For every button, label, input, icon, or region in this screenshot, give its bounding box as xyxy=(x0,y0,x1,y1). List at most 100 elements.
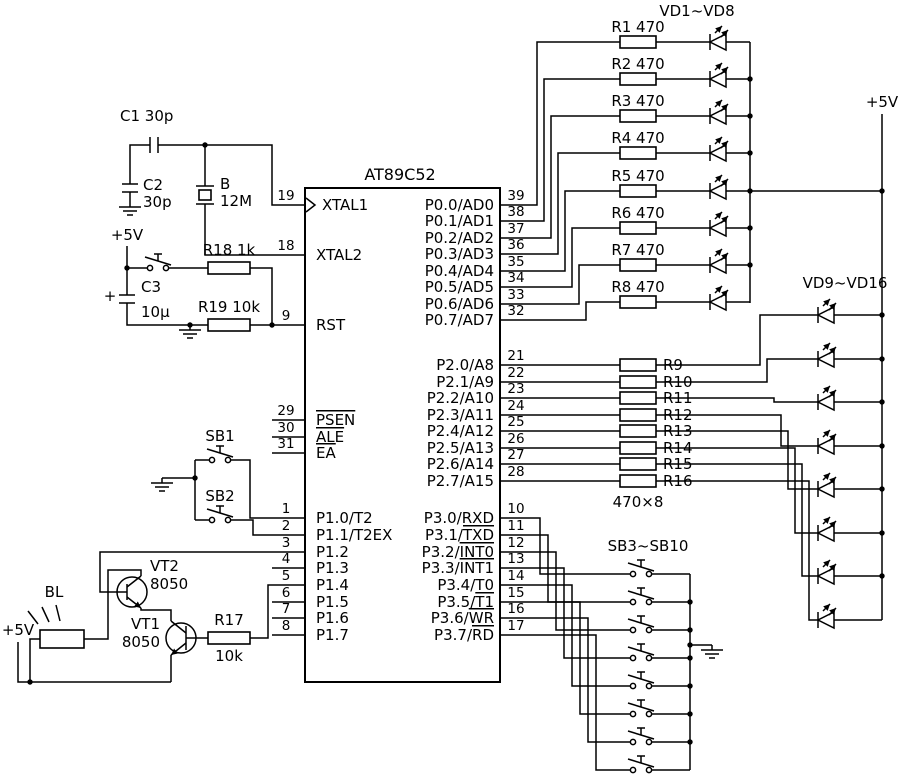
pin-number: 11 xyxy=(507,518,524,534)
pin-name: P0.2/AD2 xyxy=(425,229,494,247)
pin-number: 37 xyxy=(507,221,524,237)
ic-body: AT89C52 xyxy=(304,165,501,683)
ic-right-pin-labels: 39 38 37 36 35 34 33 32 21 22 23 24 25 2… xyxy=(422,188,525,644)
pin-number: 16 xyxy=(507,601,524,617)
part-label-c1: C1 30p xyxy=(120,107,173,125)
pin-name: P1.1/T2EX xyxy=(316,526,392,544)
transistor-vt2 xyxy=(116,576,148,608)
pin-name: P2.0/A8 xyxy=(436,356,494,374)
led-bank-vd9-vd16: VD9~VD16 xyxy=(803,274,887,628)
pin-number: 5 xyxy=(282,568,291,584)
part-value-crystal: 12M xyxy=(220,192,252,210)
part-value-c2: 30p xyxy=(143,193,172,211)
resistor-label: R3 470 xyxy=(611,92,664,110)
resistor-network-right: R9 R10 R11 R12 R13 R14 R15 R16 470×8 xyxy=(500,314,818,621)
buzzer-symbol xyxy=(39,629,85,649)
power-rail-right: +5V xyxy=(750,93,899,620)
pin-name: P2.2/A10 xyxy=(427,389,494,407)
pin-number: 31 xyxy=(277,436,294,452)
part-value-c3: 10μ xyxy=(141,303,170,321)
part-label-vt2: VT2 xyxy=(150,557,179,575)
led-bank-vd1-vd8: VD1~VD8 R1 470 R2 470 R3 470 R4 470 R5 4… xyxy=(611,2,753,310)
wire-group-p0-bus xyxy=(500,41,620,321)
ic-title: AT89C52 xyxy=(364,165,435,184)
resistor-pack-value: 470×8 xyxy=(613,493,664,511)
power-label: +5V xyxy=(2,621,35,639)
pin-name: P2.7/A15 xyxy=(427,472,494,490)
clock-input-icon xyxy=(305,197,317,213)
pin-name: P2.6/A14 xyxy=(427,455,494,473)
ic-left-pin-wires xyxy=(272,419,305,636)
pin-name: P1.3 xyxy=(316,559,349,577)
pin-number: 7 xyxy=(282,601,291,617)
pin-number: 25 xyxy=(507,414,524,430)
pin-name: P0.0/AD0 xyxy=(425,196,494,214)
pin-name: P3.5/T1 xyxy=(437,593,494,611)
pin-number: 39 xyxy=(507,188,524,204)
resistor-label: R5 470 xyxy=(611,167,664,185)
part-value-r17: 10k xyxy=(215,647,243,665)
pin-number: 32 xyxy=(507,303,524,319)
reset-circuit: +5V C3 + 10μ R18 1k R19 10k xyxy=(104,226,305,339)
pin-number: 12 xyxy=(507,535,524,551)
resistor-label: R2 470 xyxy=(611,55,664,73)
pin-name: P2.1/A9 xyxy=(436,373,494,391)
part-label-c3: C3 xyxy=(141,278,161,296)
pin-number: 30 xyxy=(277,420,294,436)
pin-number: 24 xyxy=(507,398,524,414)
pin-name: P3.4/T0 xyxy=(437,576,494,594)
resistor-label: R1 470 xyxy=(611,18,664,36)
pin-name: P0.6/AD6 xyxy=(425,295,494,313)
part-label-r19: R19 10k xyxy=(198,298,260,316)
pin-number: 33 xyxy=(507,287,524,303)
pin-number: 4 xyxy=(282,551,291,567)
part-value-vt1: 8050 xyxy=(122,633,160,651)
pin-number: 2 xyxy=(282,518,291,534)
switch-label-sb2: SB2 xyxy=(205,487,234,505)
ic-left-pin-labels: 19 18 9 29 30 31 1 2 3 4 5 6 7 8 XTAL1 X… xyxy=(277,188,392,644)
pin-number: 3 xyxy=(282,535,291,551)
pin-number: 19 xyxy=(277,188,294,204)
pin-name: ALE xyxy=(316,428,344,446)
pin-number: 28 xyxy=(507,464,524,480)
pin-number: 14 xyxy=(507,568,524,584)
pin-number: 17 xyxy=(507,618,524,634)
transistor-vt1 xyxy=(165,622,197,654)
pin-name: P3.6/WR xyxy=(431,609,494,627)
pin-name: XTAL2 xyxy=(316,246,362,264)
switch-group-label: SB3~SB10 xyxy=(608,537,689,555)
pin-name: P3.3/INT1 xyxy=(422,559,494,577)
crystal-symbol xyxy=(198,189,212,201)
pin-number: 9 xyxy=(282,308,291,324)
keys-sb1-sb2: SB1 SB2 xyxy=(150,427,305,536)
pin-name: P3.1/TXD xyxy=(425,526,494,544)
pin-name: P0.5/AD5 xyxy=(425,278,494,296)
pin-number: 36 xyxy=(507,237,524,253)
part-label-c2: C2 xyxy=(143,176,163,194)
pin-name: P1.5 xyxy=(316,593,349,611)
pin-number: 13 xyxy=(507,551,524,567)
pin-name: P2.4/A12 xyxy=(427,422,494,440)
pin-name: P0.7/AD7 xyxy=(425,311,494,329)
part-label-crystal: B xyxy=(220,175,230,193)
pin-name: P1.4 xyxy=(316,576,349,594)
pin-name: EA xyxy=(316,444,336,462)
pin-number: 27 xyxy=(507,447,524,463)
resistor-r17 xyxy=(207,631,251,645)
pin-number: 6 xyxy=(282,585,291,601)
pin-number: 10 xyxy=(507,501,524,517)
pin-name: PSEN xyxy=(316,411,355,429)
pin-name: P0.3/AD3 xyxy=(425,245,494,263)
pin-number: 38 xyxy=(507,204,524,220)
pin-name: P0.4/AD4 xyxy=(425,262,494,280)
part-label-vt1: VT1 xyxy=(131,615,160,633)
pin-name: XTAL1 xyxy=(322,196,368,214)
part-label-r17: R17 xyxy=(214,611,244,629)
pin-number: 23 xyxy=(507,381,524,397)
pin-number: 26 xyxy=(507,431,524,447)
part-label-bl: BL xyxy=(45,583,64,601)
pin-number: 8 xyxy=(282,618,291,634)
resistor-label: R6 470 xyxy=(611,204,664,222)
pin-number: 35 xyxy=(507,254,524,270)
